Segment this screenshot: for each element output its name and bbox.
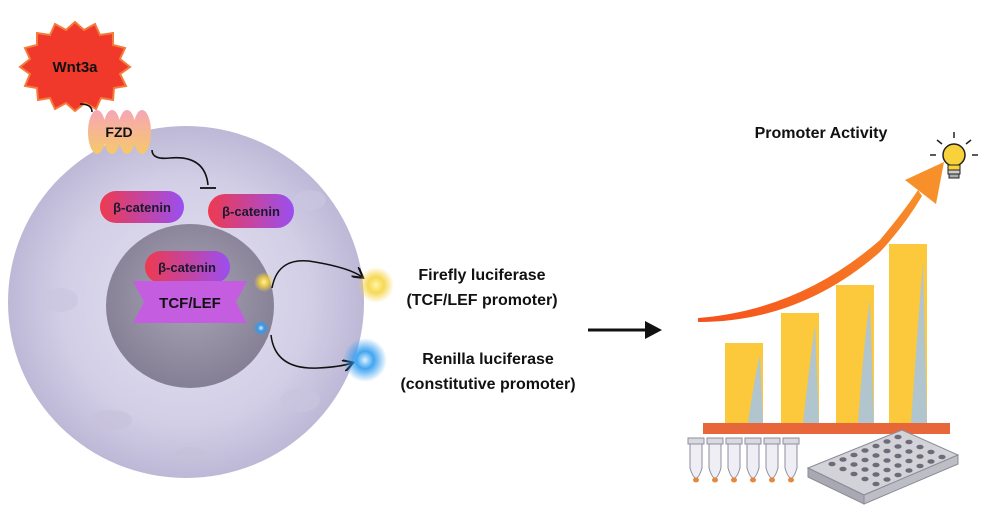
renilla-luciferase-glow xyxy=(343,338,387,382)
arrow-right-icon xyxy=(588,321,662,339)
plate-base xyxy=(703,423,950,434)
renilla-name: Renilla luciferase xyxy=(422,351,554,368)
beta-catenin-cytoplasmic-1: β-catenin xyxy=(100,191,184,223)
firefly-gene-glow xyxy=(254,272,274,292)
firefly-name: Firefly luciferase xyxy=(418,267,545,284)
readout-title: Promoter Activity xyxy=(755,125,888,142)
beta-catenin-nuclear: β-catenin xyxy=(145,251,230,283)
beta-catenin-cytoplasmic-2: β-catenin xyxy=(208,194,294,228)
activity-bars xyxy=(725,244,927,423)
fzd-label: FZD xyxy=(105,124,132,140)
svg-text:β-catenin: β-catenin xyxy=(158,260,216,275)
svg-text:TCF/LEF: TCF/LEF xyxy=(159,295,221,312)
fzd-receptor: FZD xyxy=(88,110,151,154)
wnt3a-label: Wnt3a xyxy=(53,59,99,76)
renilla-promoter: (constitutive promoter) xyxy=(400,376,575,393)
well-plate-icon xyxy=(806,429,960,505)
svg-text:β-catenin: β-catenin xyxy=(113,200,171,215)
tcf-lef-factor: TCF/LEF xyxy=(133,281,247,323)
wnt3a-ligand: Wnt3a xyxy=(18,20,132,113)
renilla-gene-glow xyxy=(253,320,269,336)
tube-icon xyxy=(687,437,800,483)
signal-arrow xyxy=(151,149,209,186)
firefly-promoter: (TCF/LEF promoter) xyxy=(406,292,557,309)
rising-trend-arrow xyxy=(698,162,944,322)
lightbulb-icon xyxy=(930,132,978,179)
svg-text:β-catenin: β-catenin xyxy=(222,204,280,219)
firefly-luciferase-glow xyxy=(358,267,394,303)
